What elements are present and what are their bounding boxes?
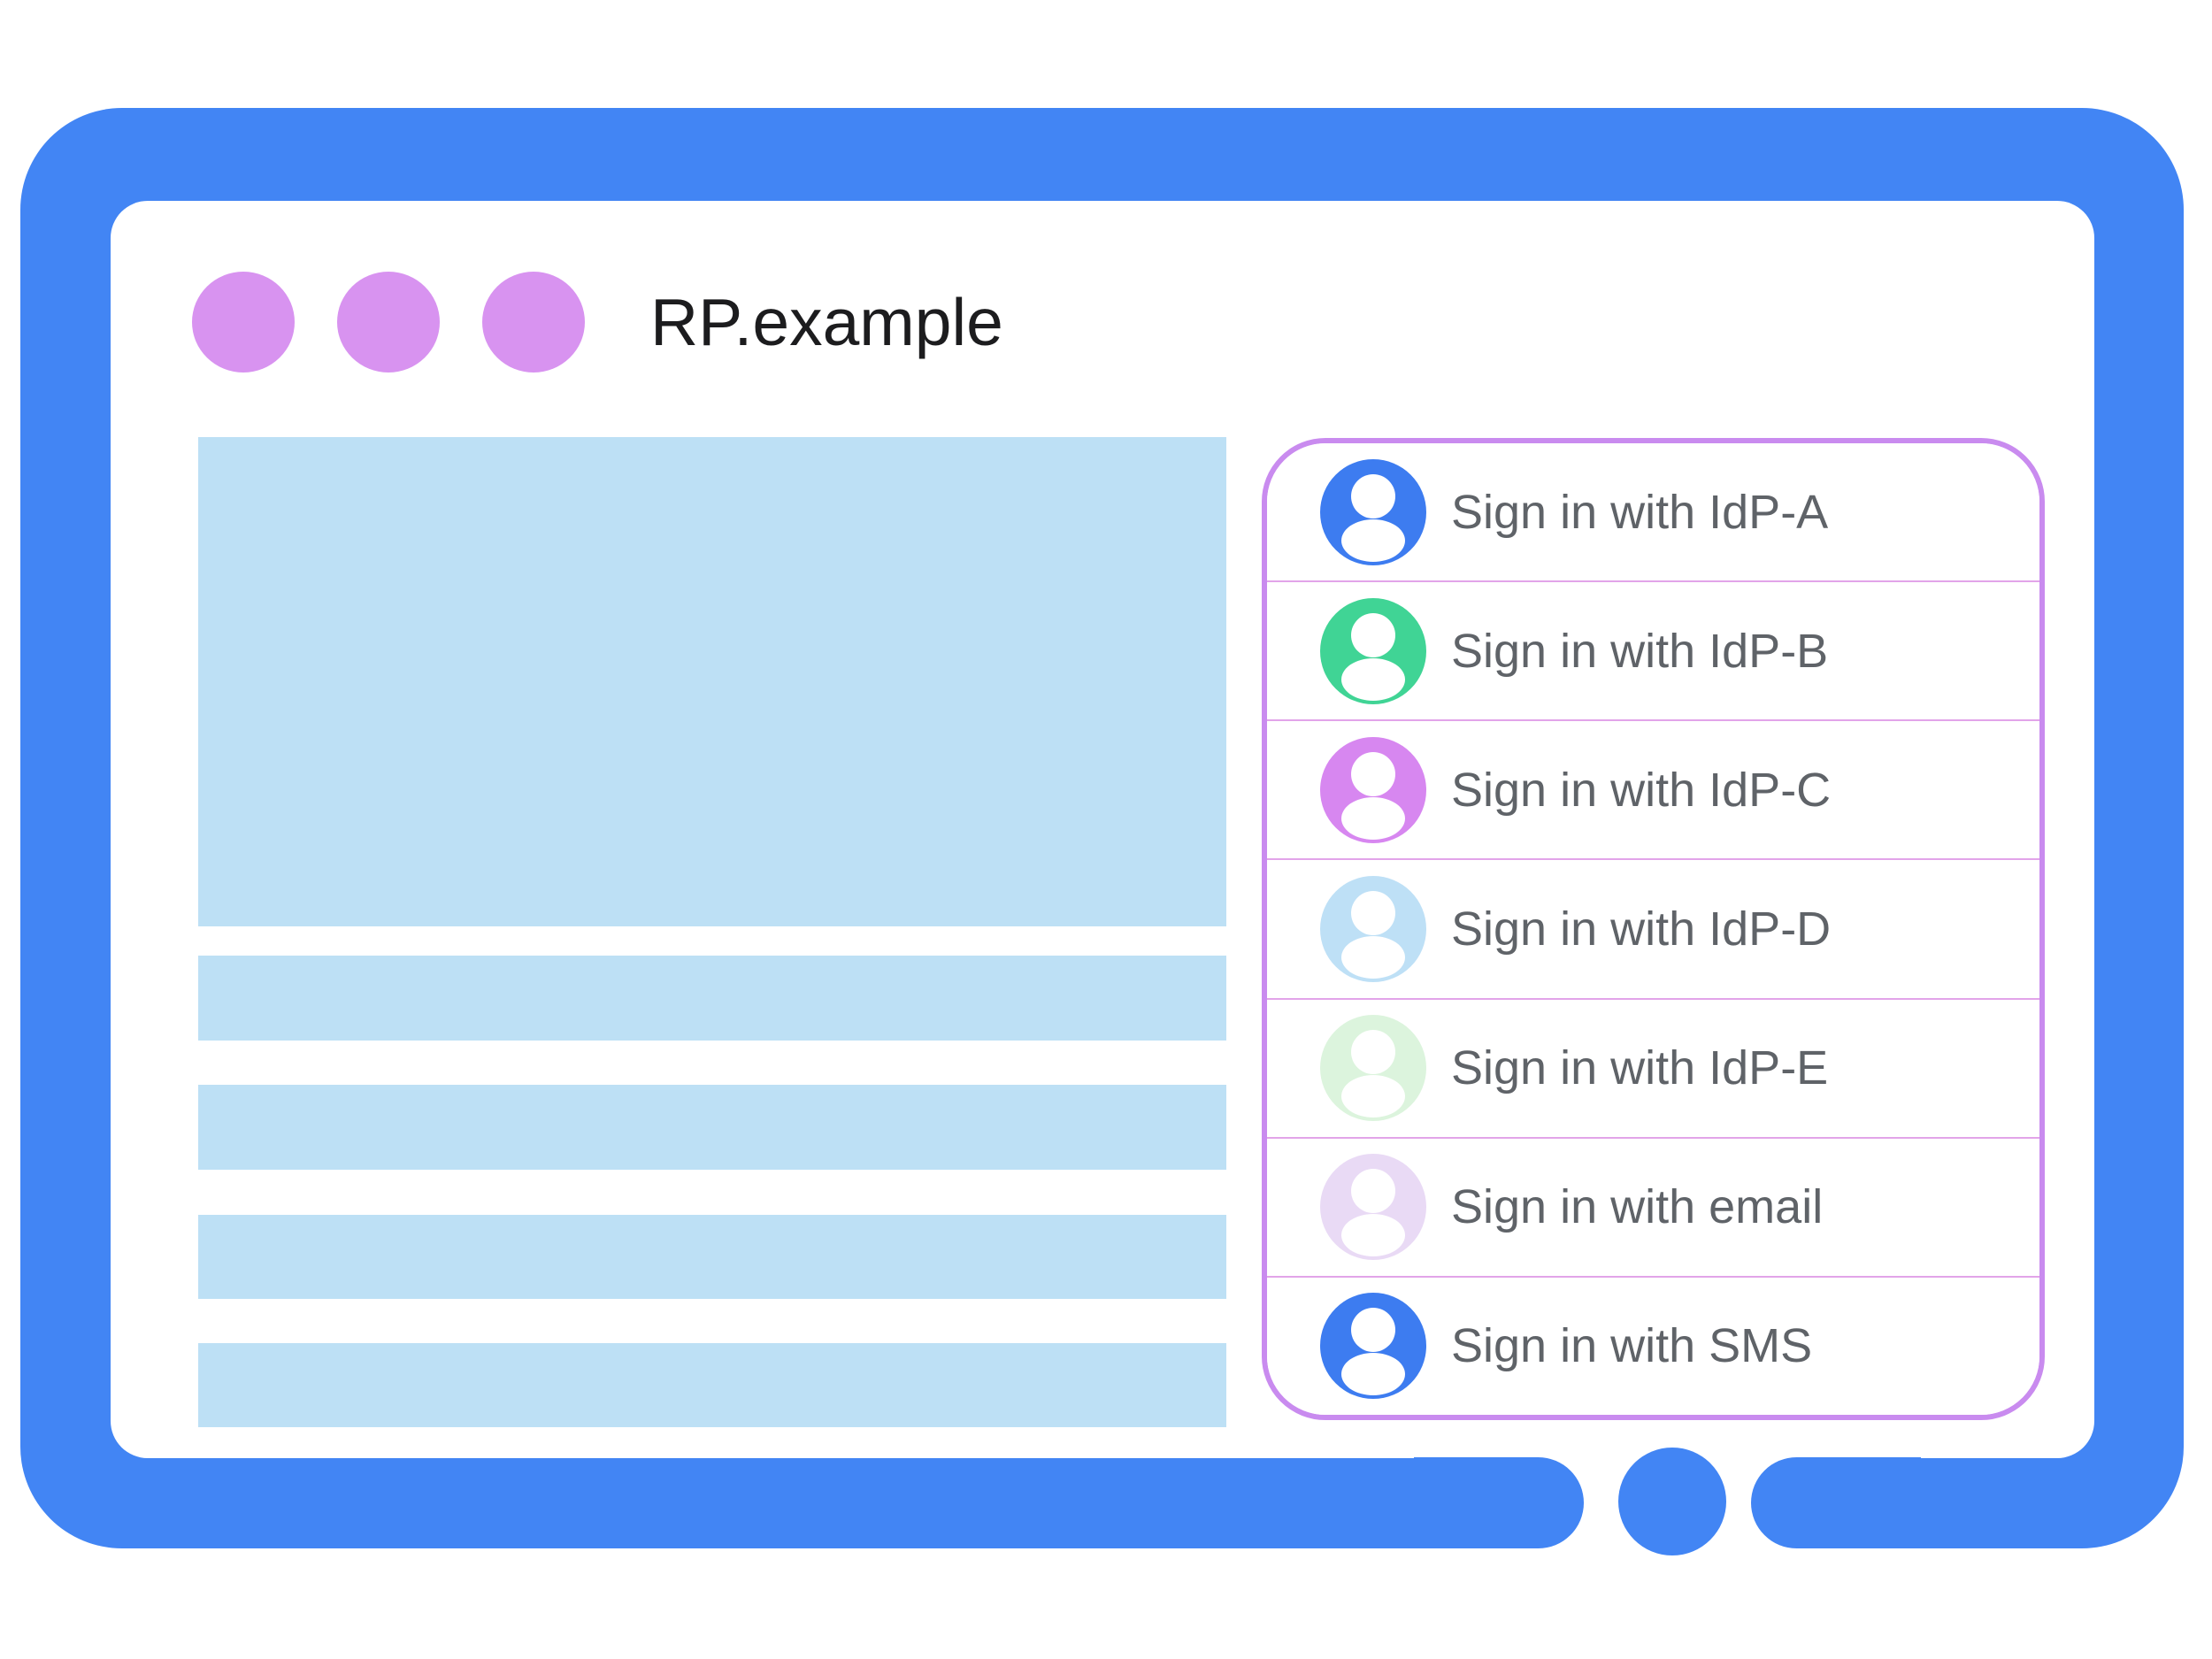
user-avatar-icon xyxy=(1320,458,1426,565)
user-avatar-icon xyxy=(1320,1154,1426,1261)
signin-item-label: Sign in with IdP-B xyxy=(1451,624,1829,678)
signin-item-5[interactable]: Sign in with IdP-E xyxy=(1267,999,2039,1139)
signin-item-label: Sign in with IdP-E xyxy=(1451,1041,1829,1095)
user-avatar-icon xyxy=(1320,1015,1426,1122)
content-line-placeholder xyxy=(198,1085,1226,1170)
content-line-placeholder xyxy=(198,956,1226,1041)
signin-item-4[interactable]: Sign in with IdP-D xyxy=(1267,860,2039,1000)
signin-item-label: Sign in with IdP-C xyxy=(1451,763,1832,817)
signin-item-1[interactable]: Sign in with IdP-A xyxy=(1267,443,2039,583)
hero-content-placeholder xyxy=(198,437,1226,926)
signin-item-2[interactable]: Sign in with IdP-B xyxy=(1267,582,2039,722)
window-control-dot-2[interactable] xyxy=(337,272,440,373)
content-line-placeholder xyxy=(198,1343,1226,1427)
signin-item-label: Sign in with email xyxy=(1451,1180,1824,1234)
user-avatar-icon xyxy=(1320,875,1426,982)
user-avatar-icon xyxy=(1320,1293,1426,1400)
signin-item-3[interactable]: Sign in with IdP-C xyxy=(1267,721,2039,861)
signin-item-label: Sign in with IdP-D xyxy=(1451,902,1832,956)
signin-item-7[interactable]: Sign in with SMS xyxy=(1267,1277,2039,1415)
window-control-dot-3[interactable] xyxy=(482,272,585,373)
home-button[interactable] xyxy=(1618,1448,1726,1555)
page-title: RP.example xyxy=(650,285,1003,359)
content-line-placeholder xyxy=(198,1215,1226,1299)
signin-item-label: Sign in with SMS xyxy=(1451,1319,1813,1373)
user-avatar-icon xyxy=(1320,597,1426,704)
user-avatar-icon xyxy=(1320,736,1426,843)
signin-panel: Sign in with IdP-A Sign in with IdP-B Si… xyxy=(1262,438,2045,1420)
bottom-bar-right-cap xyxy=(1751,1457,1921,1548)
signin-item-label: Sign in with IdP-A xyxy=(1451,485,1829,539)
window-control-dot-1[interactable] xyxy=(192,272,295,373)
signin-item-6[interactable]: Sign in with email xyxy=(1267,1138,2039,1278)
bottom-bar-left-cap xyxy=(1414,1457,1584,1548)
